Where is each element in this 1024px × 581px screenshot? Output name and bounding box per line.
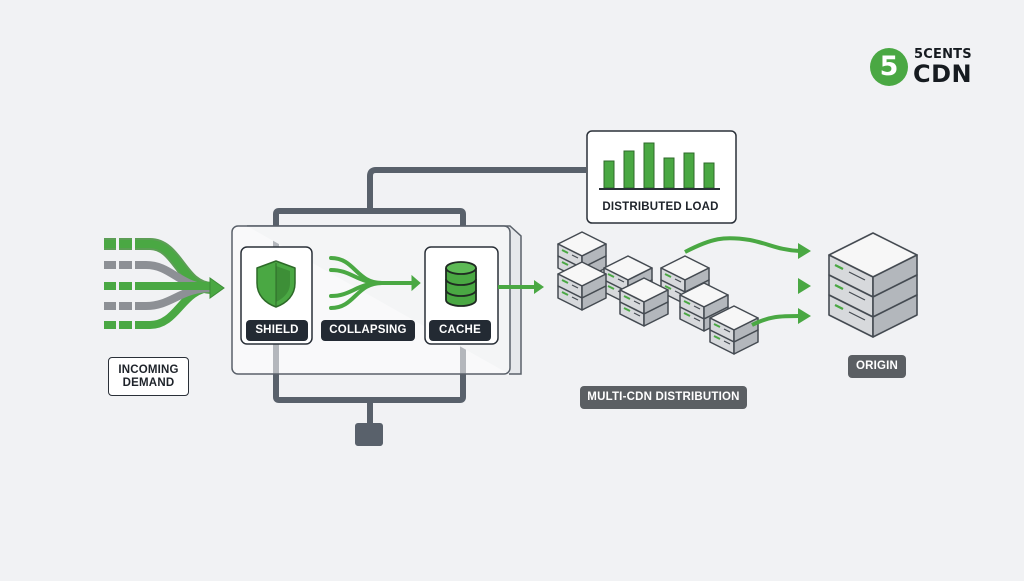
logo-badge-icon [870,48,908,86]
cache-box [424,246,499,345]
collapsing-label: COLLAPSING [321,320,415,341]
brand-logo: 5 5CENTS CDN [870,46,990,90]
network-pipes [273,167,586,424]
distributed-load-panel [586,130,737,224]
multi-cdn-label: MULTI-CDN DISTRIBUTION [580,386,747,409]
logo-name-top: 5CENTS [914,47,972,62]
logo-badge-number: 5 [879,51,899,82]
origin-server [828,232,918,338]
cache-label: CACHE [429,320,491,341]
origin-label: ORIGIN [848,355,906,378]
incoming-demand-label: INCOMING DEMAND [108,357,189,396]
origin-arrowheads [798,243,811,324]
pipe-junction-box [355,423,383,446]
collapse-arrows-icon [329,256,421,310]
incoming-demand-arrows [104,238,225,330]
output-arrow [498,280,544,294]
database-icon [445,261,477,307]
logo-name-bottom: CDN [913,60,973,88]
shield-label: SHIELD [246,320,308,341]
shield-box [240,246,313,345]
distributed-load-label: DISTRIBUTED LOAD [602,200,719,213]
origin-arrows [684,236,801,327]
multi-cdn-servers [557,231,759,355]
shield-icon [256,260,296,308]
